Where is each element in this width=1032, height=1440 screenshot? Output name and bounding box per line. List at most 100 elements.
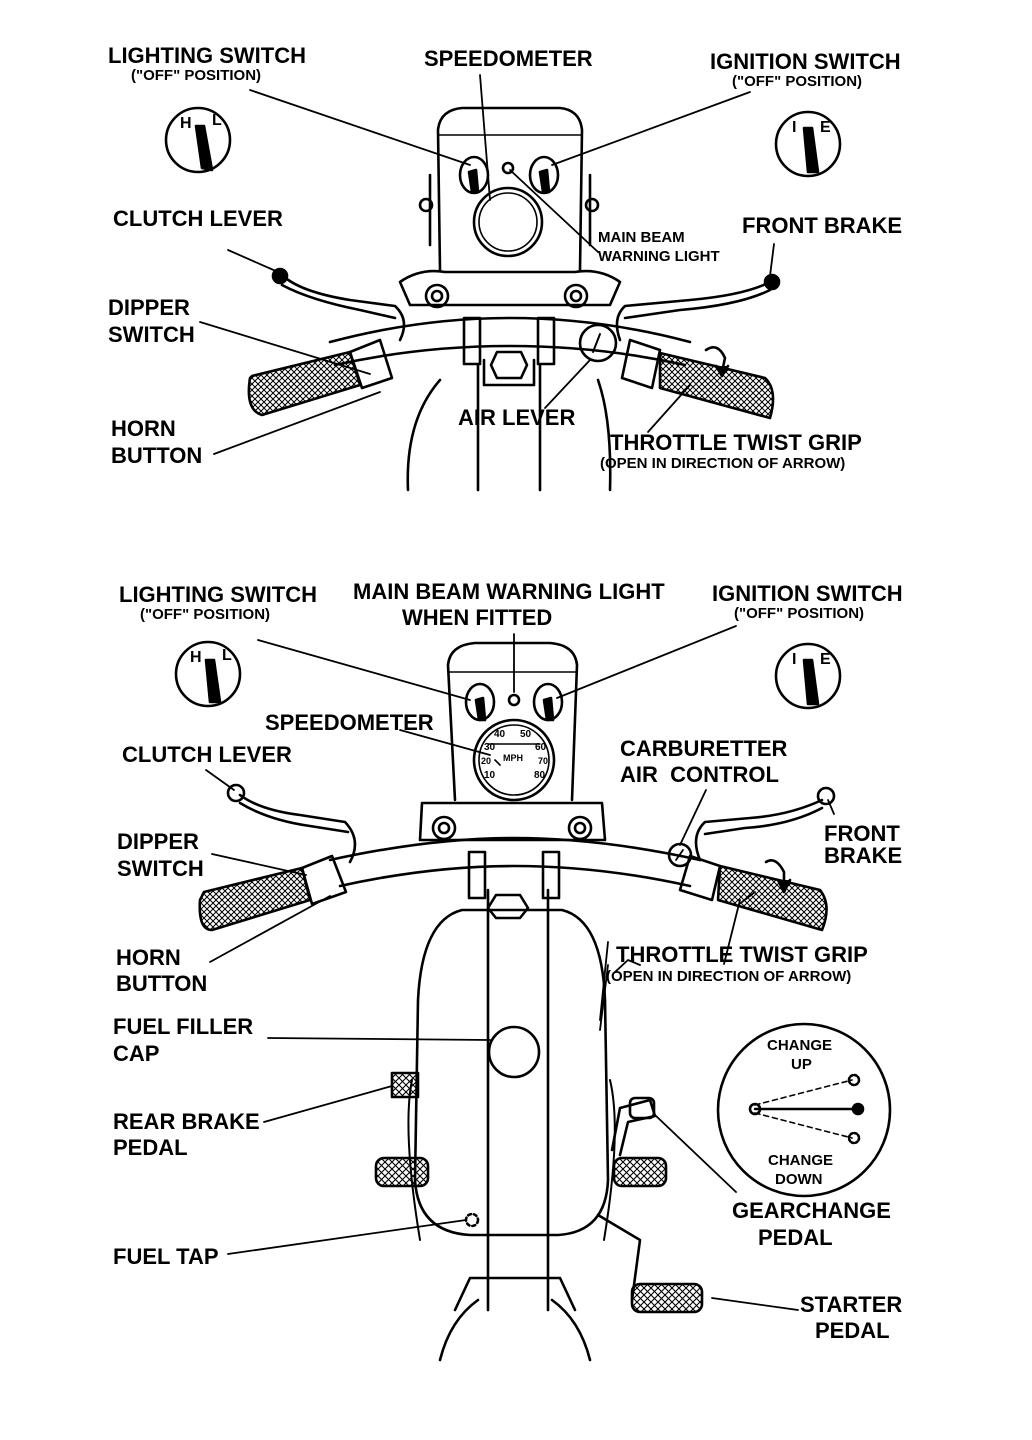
starter-pedal — [630, 1282, 704, 1314]
label-rear-brake-2: PEDAL — [113, 1135, 188, 1160]
speedometer-dial — [472, 186, 544, 258]
label-gearchange-1: GEARCHANGE — [732, 1198, 891, 1223]
gearchange-inset — [716, 1022, 892, 1198]
air-lever-knob — [578, 323, 618, 363]
label-front-brake-1-2: FRONT — [824, 821, 900, 846]
dial-tick: 80 — [534, 770, 546, 781]
label-horn-1: HORN — [111, 416, 176, 441]
label-dipper-2-2: SWITCH — [117, 856, 204, 881]
label-front-brake: FRONT BRAKE — [742, 213, 903, 238]
label-air-lever: AIR LEVER — [458, 405, 576, 430]
label-dipper-1: DIPPER — [108, 295, 190, 320]
label-ignition-switch-2: IGNITION SWITCH — [712, 581, 903, 606]
switch-letter-l-2: L — [222, 647, 232, 664]
label-horn-2: BUTTON — [111, 443, 203, 468]
label-starter-2: PEDAL — [815, 1318, 890, 1343]
dial-tick: 40 — [494, 729, 506, 740]
label-speedometer-2: SPEEDOMETER — [265, 710, 434, 735]
label-fuel-filler-2: CAP — [113, 1041, 160, 1066]
label-rear-brake-1: REAR BRAKE — [113, 1109, 260, 1134]
label-ignition-switch: IGNITION SWITCH — [710, 49, 901, 74]
nacelle — [436, 106, 584, 272]
switch-letter-i: I — [792, 119, 796, 136]
label-lighting-switch-2: LIGHTING SWITCH — [119, 582, 317, 607]
label-horn-2-2: BUTTON — [116, 971, 208, 996]
label-lighting-switch: LIGHTING SWITCH — [108, 43, 306, 68]
label-gearchange-2: PEDAL — [758, 1225, 833, 1250]
right-footrest — [612, 1156, 668, 1188]
label-ignition-switch-note-2: ("OFF" POSITION) — [734, 605, 865, 622]
switch-letter-h-2: H — [190, 649, 202, 666]
top-yoke-2 — [418, 801, 607, 842]
yoke-nut-left — [424, 283, 450, 309]
lighting-switch-symbol-2 — [174, 640, 242, 708]
label-fuel-filler-1: FUEL FILLER — [113, 1014, 254, 1039]
front-brake-lever-2 — [694, 798, 824, 862]
starter-pedal-arm — [596, 1213, 642, 1302]
switch-letter-l: L — [212, 112, 222, 129]
left-grip-2 — [198, 866, 312, 932]
ignition-switch-symbol-2 — [774, 642, 842, 710]
fuel-filler-cap — [487, 1025, 541, 1079]
right-grip-2 — [716, 864, 828, 932]
label-carb-1: CARBURETTER — [620, 736, 788, 761]
label-horn-1-2: HORN — [116, 945, 181, 970]
label-main-beam-1-2: MAIN BEAM WARNING LIGHT — [353, 579, 665, 604]
front-brake-lever — [615, 280, 772, 342]
label-carb-2: AIR CONTROL — [620, 762, 779, 787]
label-main-beam-1: MAIN BEAM — [598, 229, 685, 246]
rear-brake-pedal — [390, 1071, 420, 1099]
dial-tick: 30 — [484, 742, 496, 753]
nacelle-2 — [446, 641, 579, 802]
dial-tick: 60 — [535, 742, 547, 753]
fuel-tank — [413, 908, 610, 1237]
switch-letter-e: E — [820, 119, 831, 136]
label-dipper-1-2: DIPPER — [117, 829, 199, 854]
label-lighting-switch-note-2: ("OFF" POSITION) — [140, 606, 271, 623]
right-grip — [658, 351, 775, 420]
label-throttle: THROTTLE TWIST GRIP — [610, 430, 862, 455]
main-beam-warning-light-2 — [507, 693, 521, 707]
label-main-beam-2: WARNING LIGHT — [598, 248, 720, 265]
lighting-switch-symbol — [164, 106, 232, 174]
label-change-down-2: DOWN — [775, 1171, 823, 1188]
label-fuel-tap: FUEL TAP — [113, 1244, 219, 1269]
label-speedometer: SPEEDOMETER — [424, 46, 593, 71]
label-clutch-lever: CLUTCH LEVER — [113, 206, 283, 231]
yoke-nut-right — [563, 283, 589, 309]
dial-tick: 10 — [484, 770, 496, 781]
dial-tick: 20 — [481, 756, 491, 766]
handlebar — [328, 316, 692, 344]
label-lighting-switch-note: ("OFF" POSITION) — [131, 67, 262, 84]
ignition-switch-symbol — [774, 110, 842, 178]
label-starter-1: STARTER — [800, 1292, 903, 1317]
gearchange-pedal — [610, 1098, 657, 1157]
dial-tick: 50 — [520, 729, 532, 740]
switch-letter-e-2: E — [820, 651, 831, 668]
switch-letter-h: H — [180, 115, 192, 132]
dial-tick: 70 — [538, 756, 548, 766]
label-change-up-1: CHANGE — [767, 1037, 833, 1054]
fuel-tap — [464, 1212, 480, 1228]
speedometer-dial-2 — [472, 718, 556, 802]
main-beam-warning-light — [501, 161, 515, 175]
left-footrest — [374, 1156, 430, 1188]
label-throttle-note: (OPEN IN DIRECTION OF ARROW) — [600, 455, 846, 472]
label-dipper-2: SWITCH — [108, 322, 195, 347]
label-change-down-1: CHANGE — [768, 1152, 834, 1169]
label-throttle-note-2: (OPEN IN DIRECTION OF ARROW) — [606, 968, 852, 985]
label-change-up-2: UP — [791, 1056, 812, 1073]
label-ignition-switch-note: ("OFF" POSITION) — [732, 73, 863, 90]
clutch-lever — [280, 273, 406, 342]
label-clutch-lever-2: CLUTCH LEVER — [122, 742, 292, 767]
clutch-lever-2 — [238, 793, 357, 864]
label-front-brake-2-2: BRAKE — [824, 843, 903, 868]
switch-letter-i-2: I — [792, 651, 796, 668]
handlebar-2 — [328, 836, 702, 862]
label-main-beam-2-2: WHEN FITTED — [402, 605, 553, 630]
label-throttle-2: THROTTLE TWIST GRIP — [616, 942, 868, 967]
top-yoke — [398, 269, 622, 307]
dial-unit: MPH — [503, 753, 523, 763]
